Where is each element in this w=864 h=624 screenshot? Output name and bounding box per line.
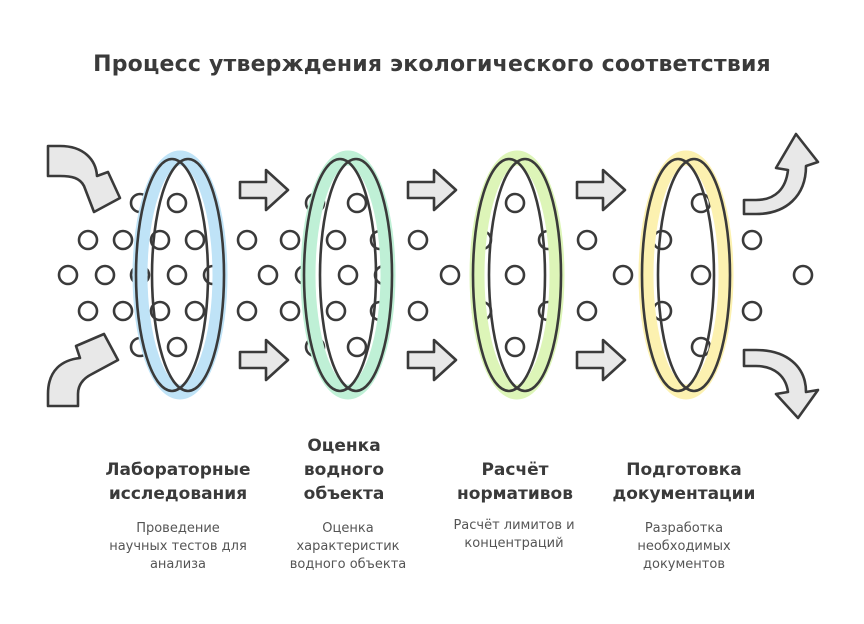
flow-arrow-6 [575, 338, 627, 382]
stage-1-title: Лабораторные исследования [88, 458, 268, 506]
particle-dot-34 [792, 264, 814, 286]
flow-arrow-5 [575, 168, 627, 212]
particle-dot-52 [346, 336, 368, 358]
particle-dot-20 [741, 229, 763, 251]
stage-4-title-line-2: документации [612, 484, 756, 504]
input-arrow-top [46, 144, 122, 214]
flow-arrow-2 [238, 338, 290, 382]
particle-dot-21 [57, 264, 79, 286]
stage-2-desc-line-1: Оценка [322, 521, 374, 536]
particle-dot-18 [576, 229, 598, 251]
particle-dot-10 [184, 229, 206, 251]
stage-3-title: Расчёт нормативов [425, 458, 605, 506]
stage-4-title-line-1: Подготовка [626, 460, 742, 480]
diagram-title: Процесс утверждения экологического соотв… [93, 52, 771, 77]
particle-dot-7 [77, 229, 99, 251]
particle-dot-4 [346, 192, 368, 214]
input-arrow-bottom [46, 332, 120, 408]
flow-arrow-3 [406, 168, 458, 212]
particle-dot-40 [279, 300, 301, 322]
stage-3-description: Расчёт лимитов и концентраций [429, 517, 599, 553]
output-arrow-top [742, 132, 820, 216]
filter-ring-4 [638, 150, 734, 400]
stage-2-title: Оценка водного объекта [254, 434, 434, 506]
particle-dot-35 [77, 300, 99, 322]
stage-2-title-line-1: Оценка [307, 436, 381, 456]
particle-dot-11 [236, 229, 258, 251]
particle-dot-53 [504, 336, 526, 358]
particle-dot-30 [439, 264, 461, 286]
stage-4-description: Разработка необходимых документов [599, 520, 769, 574]
particle-dot-2 [166, 192, 188, 214]
particle-dot-43 [407, 300, 429, 322]
stage-1-title-line-2: исследования [108, 484, 248, 504]
particle-dot-39 [236, 300, 258, 322]
stage-2-title-line-2: водного [303, 460, 385, 480]
stage-1-desc-line-3: анализа [149, 557, 207, 572]
particle-dot-48 [741, 300, 763, 322]
filter-rings [132, 150, 734, 400]
particle-dot-31 [504, 264, 526, 286]
particle-dot-38 [184, 300, 206, 322]
particle-dot-32 [612, 264, 634, 286]
flow-arrow-4 [406, 338, 458, 382]
output-arrow-bottom [742, 348, 820, 420]
particle-dot-15 [407, 229, 429, 251]
stage-1-title-line-1: Лабораторные [105, 460, 251, 480]
stage-4-desc-line-1: Разработка [644, 521, 724, 536]
particle-dot-5 [504, 192, 526, 214]
stage-2-desc-line-2: характеристик [296, 539, 400, 554]
stage-4-title: Подготовка документации [594, 458, 774, 506]
stage-1-desc-line-1: Проведение [136, 521, 220, 536]
particle-dot-46 [576, 300, 598, 322]
stage-1-description: Проведение научных тестов для анализа [93, 520, 263, 574]
stage-3-desc-line-1: Расчёт лимитов и [453, 518, 575, 533]
particle-dot-50 [166, 336, 188, 358]
stage-3-title-line-1: Расчёт [481, 460, 549, 480]
particle-dot-9 [149, 229, 171, 251]
particle-dot-8 [112, 229, 134, 251]
particle-dot-24 [166, 264, 188, 286]
particle-dot-33 [690, 264, 712, 286]
particle-dot-22 [94, 264, 116, 286]
particle-dot-36 [112, 300, 134, 322]
flow-arrow-1 [238, 168, 290, 212]
particle-dot-37 [149, 300, 171, 322]
stage-4-desc-line-2: необходимых [637, 539, 731, 554]
flow-arrows [46, 132, 820, 420]
stage-3-title-line-2: нормативов [457, 484, 573, 504]
stage-2-description: Оценка характеристик водного объекта [263, 520, 433, 574]
particle-dot-41 [325, 300, 347, 322]
stage-4-desc-line-3: документов [643, 557, 725, 572]
particle-dot-28 [337, 264, 359, 286]
stage-1-desc-line-2: научных тестов для [109, 539, 247, 554]
stage-2-desc-line-3: водного объекта [289, 557, 407, 572]
particle-dot-13 [325, 229, 347, 251]
filter-ring-2 [300, 150, 396, 400]
stage-3-desc-line-2: концентраций [464, 536, 564, 551]
stage-2-title-line-3: объекта [303, 484, 385, 504]
filter-ring-3 [469, 150, 565, 400]
particle-dot-12 [279, 229, 301, 251]
particle-dot-26 [257, 264, 279, 286]
particle-dots [57, 192, 814, 358]
filter-ring-1 [132, 150, 228, 400]
